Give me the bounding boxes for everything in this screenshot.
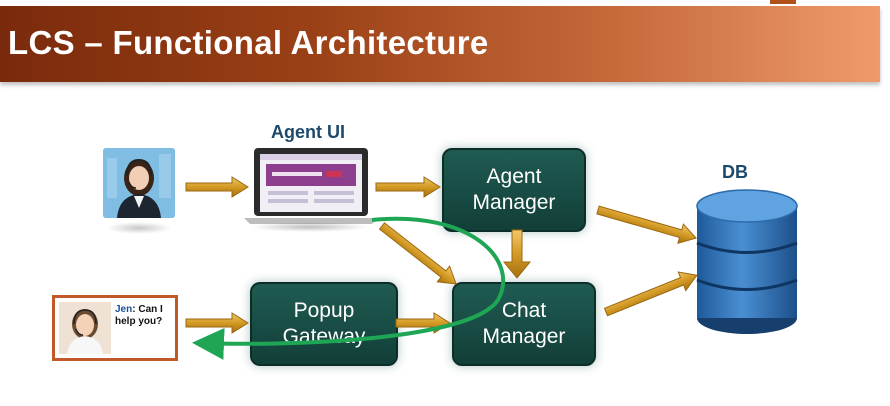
agent-manager-line2: Manager	[472, 191, 556, 214]
chat-popup-card: Jen: Can I help you?	[52, 295, 178, 361]
arrow-ui-to-chat-manager	[378, 222, 457, 285]
laptop-icon	[244, 146, 378, 226]
database-cylinder-icon	[696, 189, 798, 334]
arrow-chat-manager-to-db	[603, 271, 698, 317]
agent-manager-node: Agent Manager	[442, 148, 586, 232]
laptop-shadow	[250, 222, 370, 232]
db-label: DB	[722, 162, 748, 182]
popup-gateway-line1: Popup	[293, 299, 355, 322]
arrow-ui-to-agent-manager	[375, 176, 441, 198]
chat-manager-line2: Manager	[482, 325, 566, 348]
agent-ui-label: Agent UI	[271, 122, 345, 142]
chat-manager-node: Chat Manager	[452, 282, 596, 366]
title-bar: LCS – Functional Architecture	[0, 6, 880, 82]
popup-colon: :	[132, 304, 139, 315]
chat-manager-line1: Chat	[501, 299, 547, 322]
popup-agent-name: Jen	[115, 304, 133, 315]
slide-title: LCS – Functional Architecture	[8, 24, 489, 61]
popup-message-text: Can I help you?	[115, 304, 163, 327]
popup-gateway-node: Popup Gateway	[250, 282, 398, 366]
corner-tab	[770, 0, 796, 4]
agent-headset-icon	[103, 148, 175, 218]
agent-manager-line1: Agent	[486, 165, 542, 188]
arrow-agent-manager-to-chat-manager	[502, 229, 532, 279]
return-path-arrow	[192, 216, 506, 360]
agent-shadow	[106, 222, 172, 234]
arrow-popup-to-gateway	[185, 312, 249, 334]
arrow-agent-to-ui	[185, 176, 249, 198]
customer-support-icon	[59, 302, 111, 354]
arrow-agent-manager-to-db	[596, 205, 697, 245]
popup-message: Jen: Can I help you?	[115, 304, 175, 328]
